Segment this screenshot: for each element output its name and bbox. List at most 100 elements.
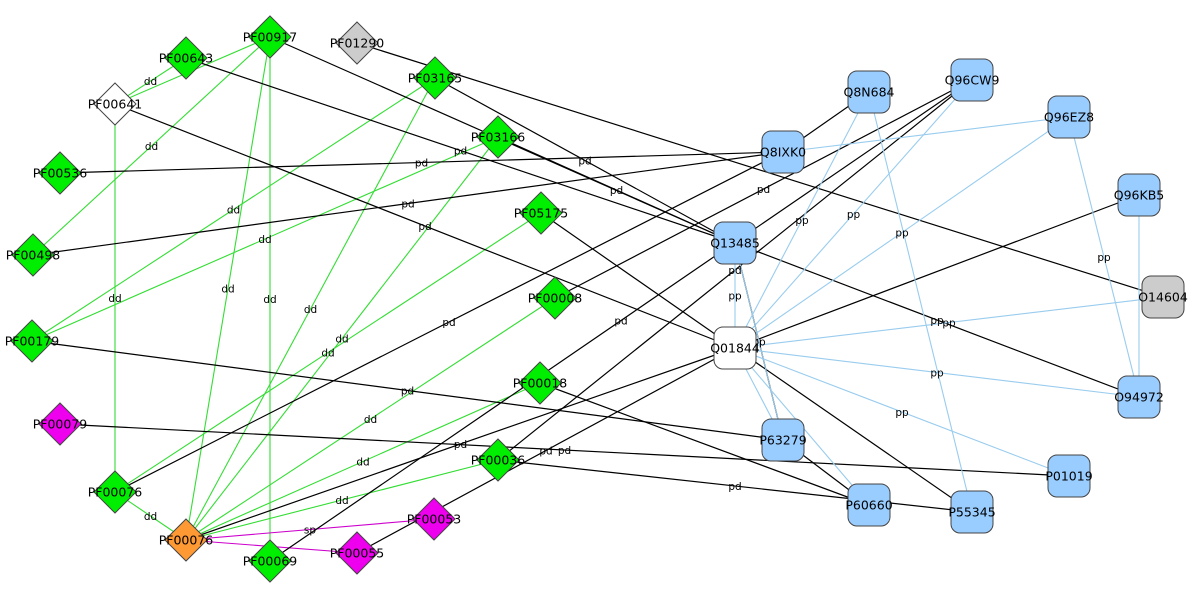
- node-label: Q96KB5: [1114, 188, 1164, 203]
- domain-node-shape: [476, 438, 520, 482]
- domain-node-shape: [533, 276, 577, 320]
- protein-node-shape: [847, 483, 891, 527]
- node-pf00498[interactable]: PF00498: [6, 233, 61, 277]
- node-o14604[interactable]: O14604: [1138, 275, 1188, 319]
- edge-pd: [497, 136, 736, 244]
- node-pf00917[interactable]: PF00917: [243, 15, 298, 59]
- node-q8n684[interactable]: Q8N684: [843, 70, 895, 114]
- node-p01019[interactable]: P01019: [1045, 454, 1093, 498]
- edge-label: pd: [401, 386, 414, 398]
- node-q01844[interactable]: Q01844: [710, 326, 760, 370]
- node-label: O94972: [1114, 390, 1164, 405]
- node-pf03166[interactable]: PF03166: [471, 115, 526, 159]
- protein-node-shape: [847, 70, 891, 114]
- node-q96ez8[interactable]: Q96EZ8: [1044, 95, 1094, 139]
- domain-node-shape: [93, 82, 137, 126]
- node-p63279[interactable]: P63279: [759, 418, 807, 462]
- protein-node-shape: [713, 221, 757, 265]
- edge-pd: [356, 42, 1164, 298]
- node-label: PF03166: [471, 130, 526, 145]
- node-pf00053[interactable]: PF00053: [407, 497, 462, 541]
- node-pf00076[interactable]: PF00076: [88, 470, 143, 514]
- edge-pp: [782, 116, 1070, 153]
- edge-label: pd: [610, 185, 623, 197]
- edge-pd: [554, 79, 973, 299]
- node-pf00036[interactable]: PF00036: [471, 438, 526, 482]
- node-pf00008[interactable]: PF00008: [528, 276, 583, 320]
- edge-label: pp: [847, 209, 861, 221]
- node-q8ixk0[interactable]: Q8IXK0: [760, 130, 806, 174]
- node-label: P60660: [845, 498, 892, 513]
- domain-node-shape: [335, 21, 379, 65]
- node-label: PF00008: [528, 291, 583, 306]
- edge-pd: [269, 79, 973, 562]
- node-p60660[interactable]: P60660: [845, 483, 893, 527]
- edge-dd: [185, 77, 436, 541]
- node-pf00055[interactable]: PF00055: [330, 531, 385, 575]
- node-label: Q96EZ8: [1044, 110, 1094, 125]
- edge-label: dd: [335, 334, 348, 346]
- node-pf00536[interactable]: PF00536: [33, 151, 88, 195]
- node-label: PF00179: [5, 334, 60, 349]
- edge-label: dd: [304, 304, 317, 316]
- domain-node-shape: [93, 470, 137, 514]
- edge-label: pd: [418, 221, 431, 233]
- protein-node-shape: [1117, 173, 1161, 217]
- node-label: Q96CW9: [945, 73, 1000, 88]
- edge-pp: [868, 91, 973, 513]
- edge-pd: [114, 103, 736, 349]
- node-label: PF00641: [88, 97, 143, 112]
- edge-label: pd: [454, 146, 467, 158]
- node-label: P63279: [759, 433, 806, 448]
- edge-label: dd: [335, 495, 348, 507]
- edge-pp: [734, 79, 973, 349]
- node-label: Q8N684: [843, 85, 894, 100]
- edge-label: pp: [895, 407, 909, 419]
- node-label: P01019: [1045, 469, 1092, 484]
- node-q13485[interactable]: Q13485: [710, 221, 760, 265]
- node-pf00069[interactable]: PF00069: [243, 539, 298, 583]
- edge-label: pp: [930, 315, 944, 327]
- domain-node-shape: [38, 151, 82, 195]
- node-pf01290[interactable]: PF01290: [330, 21, 385, 65]
- domain-node-shape: [518, 361, 562, 405]
- domain-node-shape: [248, 539, 292, 583]
- node-pf05175[interactable]: PF05175: [514, 191, 569, 235]
- edge-label: dd: [263, 294, 276, 306]
- domain-node-shape: [10, 319, 54, 363]
- node-pf00018[interactable]: PF00018: [513, 361, 568, 405]
- node-pf00079[interactable]: PF00079: [33, 402, 88, 446]
- node-pf03165[interactable]: PF03165: [408, 56, 463, 100]
- edge-label: pd: [558, 445, 571, 457]
- node-o94972[interactable]: O94972: [1114, 375, 1164, 419]
- domain-node-shape: [412, 497, 456, 541]
- node-p55345[interactable]: P55345: [948, 490, 996, 534]
- protein-node-shape: [950, 490, 994, 534]
- node-pf00179[interactable]: PF00179: [5, 319, 60, 363]
- edge-label: pd: [415, 158, 428, 170]
- edge-label: dd: [145, 141, 158, 153]
- edge-pd: [185, 57, 736, 244]
- node-label: PF00076: [88, 485, 143, 500]
- node-label: Q8IXK0: [760, 145, 806, 160]
- edge-pd: [185, 347, 736, 541]
- edge-label: pp: [895, 228, 909, 240]
- edge-pd: [434, 77, 736, 244]
- edge-dd: [185, 297, 556, 541]
- node-label: PF00917: [243, 30, 298, 45]
- node-q96kb5[interactable]: Q96KB5: [1114, 173, 1164, 217]
- edge-label: pd: [442, 317, 455, 329]
- node-label: PF05175: [514, 206, 569, 221]
- node-pf00641[interactable]: PF00641: [88, 82, 143, 126]
- node-label: PF03165: [408, 71, 463, 86]
- edge-pp: [734, 296, 1164, 349]
- node-pf00643[interactable]: PF00643: [159, 36, 214, 80]
- edge-pd: [32, 151, 784, 256]
- edge-label: dd: [258, 234, 271, 246]
- edge-pd: [734, 194, 1140, 349]
- node-q96cw9[interactable]: Q96CW9: [945, 58, 1000, 102]
- edge-pd: [539, 382, 870, 506]
- node-pf00076[interactable]: PF00076: [159, 518, 214, 562]
